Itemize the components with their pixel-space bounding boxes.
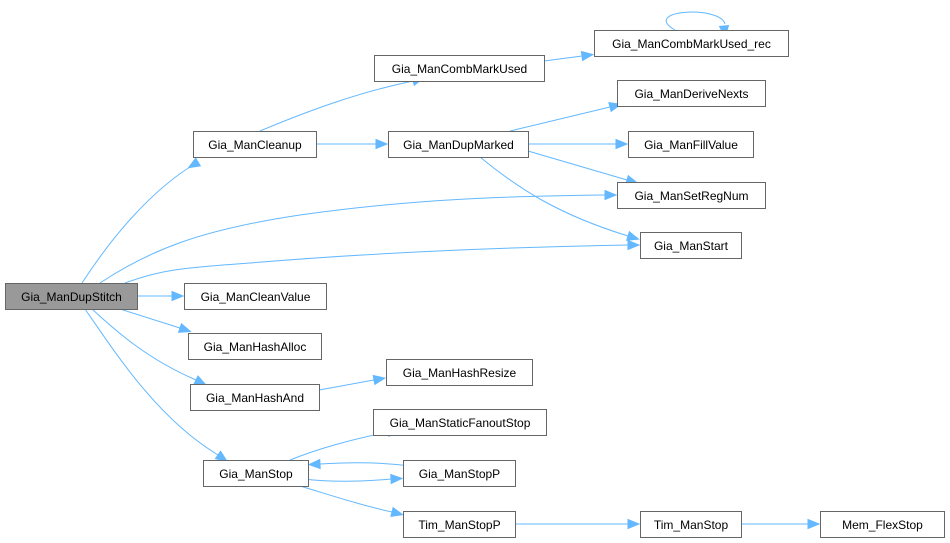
edge-cleanup-to-dupmarked — [316, 138, 389, 150]
arrowhead-icon — [627, 518, 641, 530]
edge-dupmarked-to-fill — [528, 138, 629, 150]
node-label: Gia_ManCleanup — [208, 138, 302, 152]
node-fill[interactable]: Gia_ManFillValue — [628, 131, 754, 158]
edge-cleanup-to-combmark — [259, 76, 425, 132]
node-label: Gia_ManHashResize — [403, 366, 517, 380]
arrowhead-icon — [372, 374, 387, 386]
edge-dupmarked-to-setreg — [527, 150, 639, 185]
arrowhead-icon — [307, 458, 321, 470]
node-label: Gia_ManCombMarkUsed_rec — [612, 37, 771, 51]
node-hashresize[interactable]: Gia_ManHashResize — [386, 359, 533, 386]
node-stopp[interactable]: Gia_ManStopP — [403, 460, 516, 487]
node-dupmarked[interactable]: Gia_ManDupMarked — [388, 131, 529, 158]
node-label: Gia_ManCleanValue — [201, 290, 311, 304]
node-label: Gia_ManStart — [654, 239, 729, 253]
edge-combmark-to-combrec — [543, 50, 595, 62]
arrowhead-icon — [214, 450, 229, 463]
node-label: Gia_ManSetRegNum — [634, 189, 748, 203]
arrowhead-icon — [627, 239, 641, 251]
edge-dupstitch-to-cleanup — [81, 157, 202, 284]
node-start[interactable]: Gia_ManStart — [640, 232, 742, 259]
node-timstop[interactable]: Tim_ManStop — [640, 511, 742, 538]
edge-dupmarked-to-derive — [509, 102, 622, 132]
edge-dupstitch-to-hashalloc — [119, 308, 192, 333]
edge-stopp-to-stop — [307, 458, 411, 470]
arrowhead-icon — [375, 138, 389, 150]
arrowhead-icon — [390, 473, 404, 485]
arrowhead-icon — [626, 230, 640, 241]
edge-timstopp-to-timstop — [515, 518, 641, 530]
node-cleanvalue[interactable]: Gia_ManCleanValue — [184, 283, 327, 310]
node-hashand[interactable]: Gia_ManHashAnd — [190, 384, 320, 411]
node-label: Gia_ManDupMarked — [403, 138, 514, 152]
node-derive[interactable]: Gia_ManDeriveNexts — [617, 80, 766, 107]
arrowhead-icon — [615, 138, 629, 150]
node-hashalloc[interactable]: Gia_ManHashAlloc — [188, 333, 322, 360]
node-timstopp[interactable]: Tim_ManStopP — [403, 511, 516, 538]
edge-dupstitch-to-start — [124, 239, 641, 284]
node-label: Gia_ManStop — [219, 467, 293, 481]
arrowhead-icon — [604, 189, 618, 201]
node-label: Gia_ManHashAnd — [206, 391, 304, 405]
node-label: Tim_ManStopP — [418, 518, 500, 532]
node-label: Gia_ManHashAlloc — [204, 340, 307, 354]
node-memflex[interactable]: Mem_FlexStop — [820, 511, 945, 538]
edge-dupstitch-to-cleanvalue — [137, 290, 185, 302]
arrowhead-icon — [580, 50, 595, 62]
node-label: Gia_ManDupStitch — [21, 290, 122, 304]
node-dupstitch[interactable]: Gia_ManDupStitch — [5, 283, 138, 310]
edge-dupstitch-to-setreg — [99, 189, 618, 284]
node-label: Gia_ManFillValue — [644, 138, 738, 152]
node-label: Gia_ManStaticFanoutStop — [390, 416, 531, 430]
node-cleanup[interactable]: Gia_ManCleanup — [193, 131, 317, 158]
edge-stop-to-stopp — [302, 473, 404, 485]
node-label: Gia_ManCombMarkUsed — [392, 62, 527, 76]
arrowhead-icon — [171, 290, 185, 302]
node-setreg[interactable]: Gia_ManSetRegNum — [617, 182, 766, 209]
arrowhead-icon — [177, 322, 192, 333]
edge-hashand-to-hashresize — [318, 374, 387, 391]
node-staticfan[interactable]: Gia_ManStaticFanoutStop — [373, 409, 547, 436]
edge-timstop-to-memflex — [741, 518, 821, 530]
node-combmark[interactable]: Gia_ManCombMarkUsed — [374, 55, 545, 82]
node-stop[interactable]: Gia_ManStop — [203, 460, 309, 487]
edge-dupmarked-to-start — [479, 156, 640, 241]
node-label: Gia_ManStopP — [419, 467, 500, 481]
arrowhead-icon — [193, 375, 208, 386]
node-label: Mem_FlexStop — [842, 518, 923, 532]
edge-stop-to-timstopp — [299, 485, 404, 517]
arrowhead-icon — [390, 506, 404, 517]
node-combrec[interactable]: Gia_ManCombMarkUsed_rec — [594, 30, 789, 57]
arrowhead-icon — [807, 518, 821, 530]
node-label: Gia_ManDeriveNexts — [634, 87, 748, 101]
arrowhead-icon — [187, 157, 202, 169]
edge-dupstitch-to-stop — [84, 308, 229, 463]
node-label: Tim_ManStop — [654, 518, 729, 532]
